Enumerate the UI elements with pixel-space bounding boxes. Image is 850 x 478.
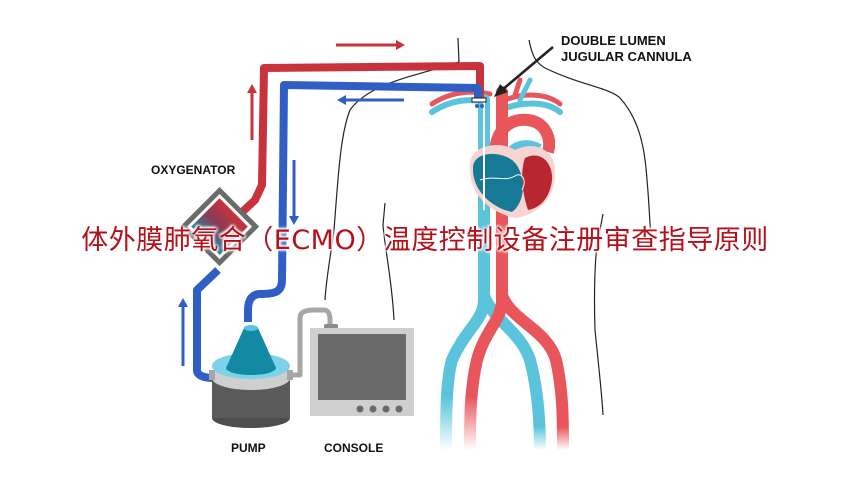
- pump: [209, 325, 293, 428]
- vena-cava: [440, 94, 490, 456]
- cannula-label-line1: DOUBLE LUMEN: [561, 33, 666, 48]
- cannula-pointer-arrow-icon: [494, 46, 554, 97]
- neck-left-line: [457, 37, 460, 63]
- console-button-1[interactable]: [356, 405, 364, 413]
- deoxygenated-flow-up-arrow-icon: [178, 298, 188, 366]
- oxygenated-flow-right-arrow-icon: [336, 40, 405, 50]
- left-ventricle: [522, 155, 553, 210]
- cannula-connector: [471, 97, 487, 108]
- aortic-arch: [489, 113, 555, 156]
- artery-branch-right: [502, 92, 563, 107]
- pump-label: PUMP: [231, 441, 266, 455]
- vessels: [429, 77, 569, 456]
- shoulder-right: [544, 67, 653, 251]
- cannula-label-line2: JUGULAR CANNULA: [561, 49, 692, 64]
- jugular-right: [517, 77, 533, 103]
- console-button-4[interactable]: [395, 405, 403, 413]
- vein-branch-right: [497, 100, 563, 115]
- aorta-right-leg: [496, 289, 569, 456]
- deoxygenated-flow-down-arrow-icon: [289, 160, 299, 225]
- console-cable: [292, 307, 333, 378]
- pump-cone: [226, 328, 276, 368]
- arm-inner-left: [382, 202, 395, 321]
- console-screen: [318, 334, 406, 400]
- neck-right-line: [528, 39, 546, 69]
- carotid-right: [512, 77, 523, 98]
- oxygenator-label: OXYGENATOR: [151, 163, 236, 177]
- body-outline: [324, 37, 653, 416]
- flow-arrows: [178, 40, 405, 366]
- deoxygenated-flow-left-arrow-icon: [337, 95, 404, 105]
- oxygenated-flow-up-arrow-icon: [247, 84, 257, 140]
- heart: [469, 100, 556, 218]
- console-button-3[interactable]: [382, 405, 390, 413]
- aorta: [464, 86, 508, 456]
- septum-line: [479, 174, 525, 191]
- document-title: 体外膜肺氧合（ECMO）温度控制设备注册审查指导原则: [81, 225, 769, 256]
- shoulder-left: [324, 61, 460, 301]
- artery-branch-left: [429, 89, 493, 107]
- console-label: CONSOLE: [324, 441, 383, 455]
- oxygenated-return-tube: [236, 62, 484, 218]
- arm-inner-right: [593, 213, 604, 416]
- console-plug: [324, 324, 338, 329]
- console: [310, 324, 414, 416]
- ecmo-tubing: [193, 62, 484, 382]
- pump-cone-top: [244, 325, 258, 331]
- console-button-2[interactable]: [369, 405, 377, 413]
- right-heart: [472, 153, 523, 212]
- deoxygenated-drain-tube: [244, 81, 482, 322]
